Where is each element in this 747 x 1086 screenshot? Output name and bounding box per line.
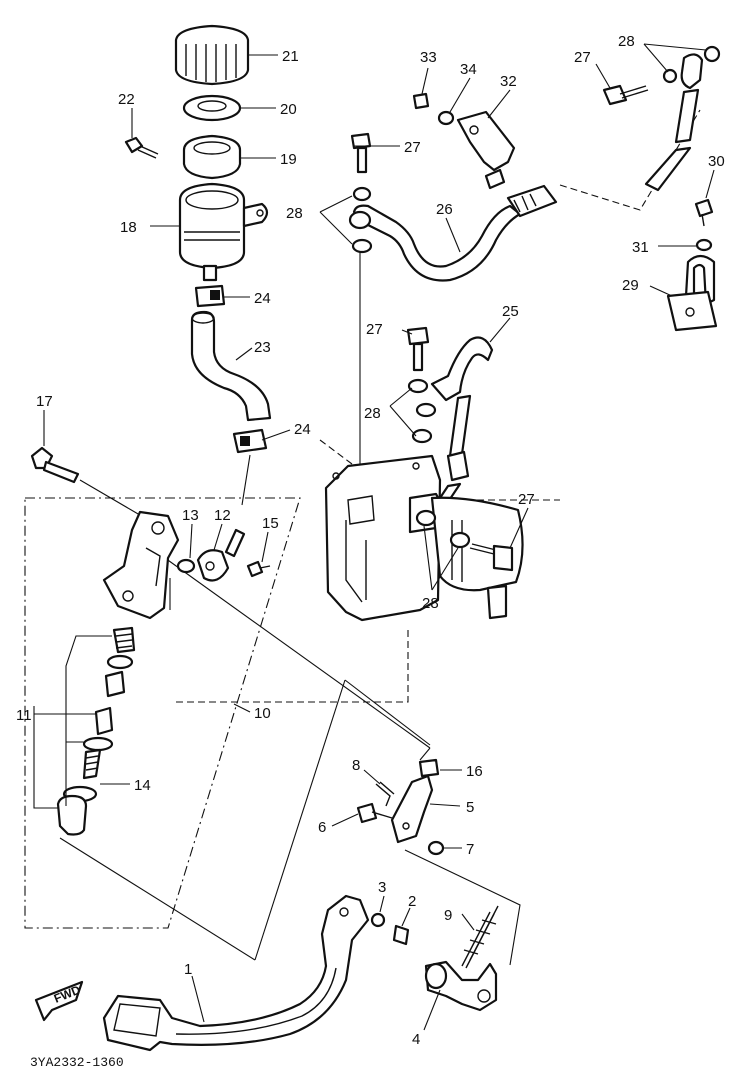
callout-29: 29 [622, 277, 639, 294]
clevis-5 [390, 774, 434, 844]
reservoir-cap-21 [174, 24, 250, 86]
upper-hose-end [644, 53, 704, 192]
bolt-27-caliper [469, 543, 514, 572]
reservoir-hose-23 [190, 310, 272, 422]
screw-15 [246, 560, 271, 578]
holder-32 [456, 110, 516, 190]
callout-12: 12 [214, 507, 231, 524]
callout-27-mid: 27 [366, 321, 383, 338]
o-ring-13 [176, 558, 196, 574]
callout-16: 16 [466, 763, 483, 780]
callout-8: 8 [352, 757, 360, 774]
callout-17: 17 [36, 393, 53, 410]
washer-31 [695, 238, 713, 252]
piston-kit-11 [82, 626, 136, 780]
washer-3 [370, 912, 386, 928]
brake-caliper [324, 454, 524, 622]
bolt-17 [30, 446, 80, 484]
diaphragm-plate-20 [182, 94, 242, 122]
callout-32: 32 [500, 73, 517, 90]
callout-27-upper: 27 [404, 139, 421, 156]
bracket-29 [666, 254, 718, 332]
washers-28-right [662, 45, 721, 84]
callout-5: 5 [466, 799, 474, 816]
brake-hose-26 [348, 184, 558, 282]
callout-33: 33 [420, 49, 437, 66]
brake-pedal-1 [102, 894, 370, 1052]
diaphragm-19 [182, 134, 242, 180]
washer-7 [427, 840, 445, 856]
bolt-27-mid [406, 326, 430, 372]
bolt-30 [694, 198, 714, 227]
callout-21: 21 [282, 48, 299, 65]
master-cylinder-body [102, 510, 180, 620]
reservoir-tank-18 [178, 182, 269, 282]
bolt-2 [392, 924, 410, 946]
callout-31: 31 [632, 239, 649, 256]
callout-25: 25 [502, 303, 519, 320]
callout-15: 15 [262, 515, 279, 532]
nut-16 [418, 758, 440, 778]
bolt-27-right [602, 84, 649, 106]
callout-28-upper: 28 [286, 205, 303, 222]
pivot-4 [424, 960, 498, 1012]
washers-28-upper [351, 186, 373, 254]
callout-7: 7 [466, 841, 474, 858]
cotter-pin-8 [375, 781, 395, 807]
callout-11: 11 [16, 707, 32, 724]
callout-30: 30 [708, 153, 725, 170]
pin-6 [356, 802, 393, 824]
callout-24-upper: 24 [254, 290, 271, 307]
callout-2: 2 [408, 893, 416, 910]
alignment-lines [59, 109, 701, 966]
callout-27-right: 27 [574, 49, 591, 66]
callout-28-right: 28 [618, 33, 635, 50]
callout-24-lower: 24 [294, 421, 311, 438]
boot-14 [56, 785, 98, 836]
hose-clamp-24-upper [194, 284, 226, 308]
spring-9 [461, 905, 499, 969]
callout-6: 6 [318, 819, 326, 836]
washer-34 [437, 110, 455, 126]
callout-23: 23 [254, 339, 271, 356]
diagram-code: 3YA2332-1360 [30, 1055, 124, 1070]
callout-34: 34 [460, 61, 477, 78]
callout-leaders [33, 43, 715, 1031]
callout-9: 9 [444, 907, 452, 924]
washers-28-mid [407, 378, 437, 444]
callout-4: 4 [412, 1031, 420, 1048]
bolt-33 [412, 92, 430, 110]
callout-22: 22 [118, 91, 135, 108]
callout-26: 26 [436, 201, 453, 218]
brake-hose-25 [426, 336, 494, 522]
callout-14: 14 [134, 777, 151, 794]
callout-3: 3 [378, 879, 386, 896]
callout-labels: 21 20 19 18 22 24 23 24 17 13 12 15 11 1… [16, 33, 725, 1048]
screw-22 [124, 136, 159, 159]
fwd-arrow-icon [34, 980, 84, 1022]
callout-10: 10 [254, 705, 271, 722]
callout-28-caliper: 28 [422, 595, 439, 612]
callout-1: 1 [184, 961, 192, 978]
callout-27-caliper: 27 [518, 491, 535, 508]
hose-clamp-24-lower [232, 428, 268, 454]
callout-18: 18 [120, 219, 137, 236]
bolt-27-upper [350, 132, 372, 174]
callout-13: 13 [182, 507, 199, 524]
callout-20: 20 [280, 101, 297, 118]
callout-28-mid: 28 [364, 405, 381, 422]
hose-joint-12 [196, 528, 246, 582]
callout-19: 19 [280, 151, 297, 168]
